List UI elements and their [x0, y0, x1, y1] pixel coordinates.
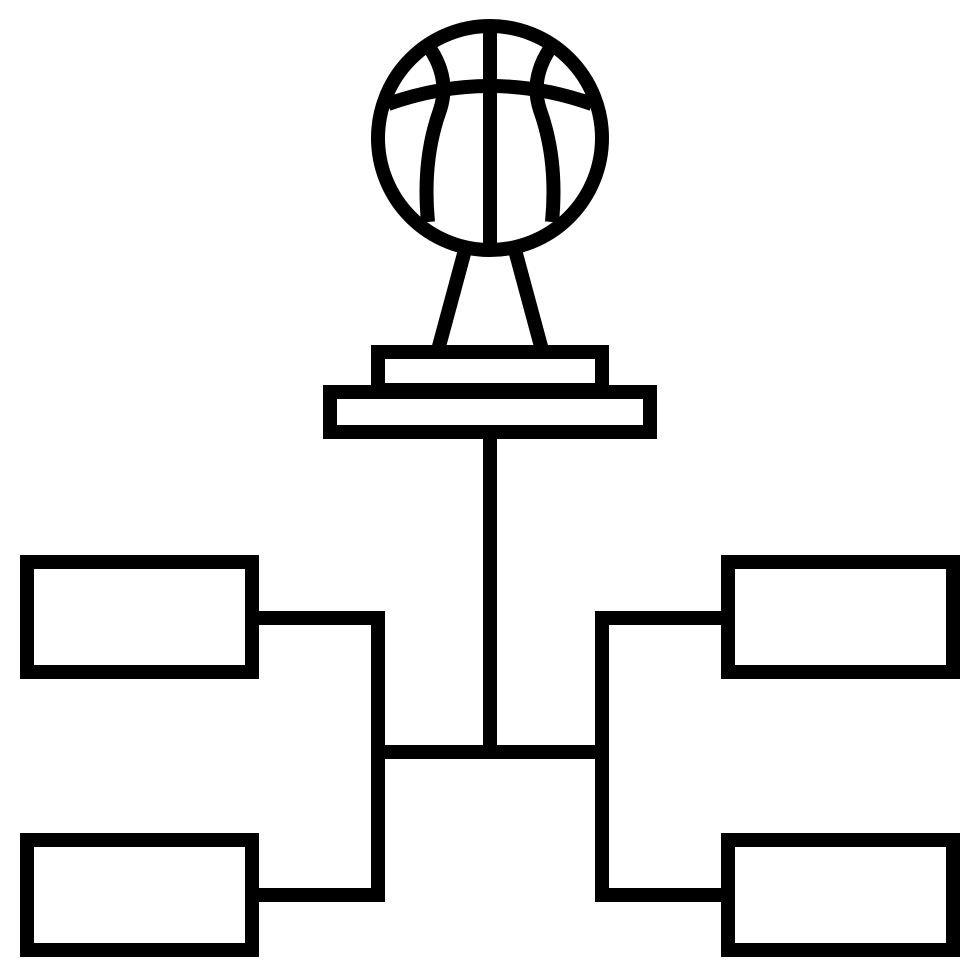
trophy-stem — [431, 248, 549, 352]
basketball-horizontal-seam — [385, 79, 595, 111]
bracket-left-connector — [252, 611, 385, 902]
bracket-slot-right-bottom — [721, 833, 960, 957]
trophy-base-bottom — [323, 385, 657, 439]
bracket-lines — [252, 432, 728, 902]
bracket-slot-right-top — [721, 555, 960, 679]
bracket-slots — [20, 555, 960, 957]
bracket-right-connector — [595, 611, 728, 902]
trophy-base-top — [371, 345, 609, 397]
bracket-slot-left-top — [20, 555, 259, 679]
basketball-icon — [371, 19, 609, 257]
basketball-left-inner-seam — [419, 46, 451, 223]
bracket-slot-left-bottom — [20, 833, 259, 957]
basketball-right-inner-seam — [529, 46, 561, 223]
trophy-icon — [323, 19, 657, 439]
